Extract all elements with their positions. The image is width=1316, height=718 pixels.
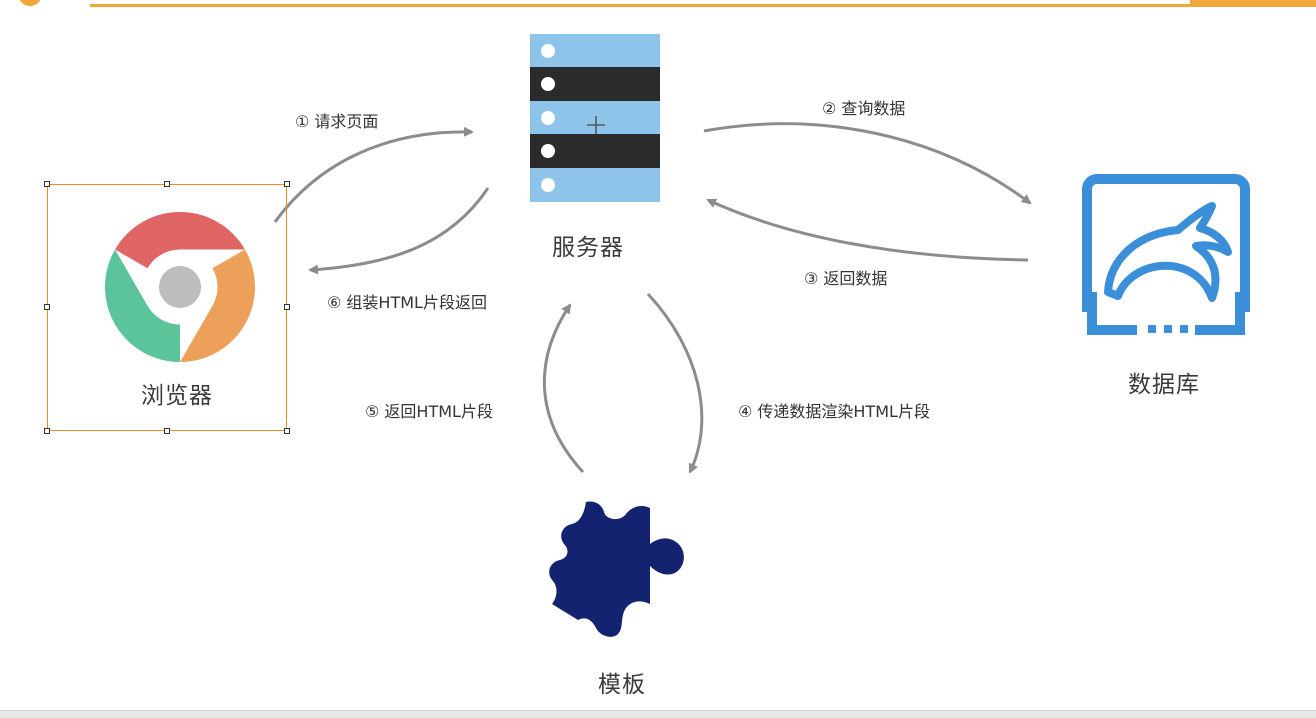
arrow-render-template: [646, 292, 704, 474]
resize-handle[interactable]: [44, 181, 50, 187]
resize-handle[interactable]: [164, 428, 170, 434]
resize-handle[interactable]: [284, 304, 290, 310]
header-rule: [90, 4, 1190, 7]
arrow-query-data: [703, 122, 1032, 205]
resize-handle[interactable]: [284, 428, 290, 434]
bottom-toolbar: [0, 710, 1316, 718]
edge-label-request-page: ① 请求页面: [295, 112, 379, 131]
database-label: 数据库: [1128, 372, 1200, 398]
edge-label-assemble-return: ⑥ 组装HTML片段返回: [327, 293, 487, 312]
edge-label-return-data: ③ 返回数据: [804, 269, 888, 288]
arrow-return-data: [706, 198, 1029, 262]
header-corner: [1190, 0, 1316, 7]
chrome-icon: [105, 212, 255, 362]
puzzle-piece-icon: [549, 501, 684, 637]
resize-handle[interactable]: [44, 304, 50, 310]
arrow-request-page: [273, 126, 474, 223]
template-label: 模板: [598, 672, 646, 698]
server-icon: [530, 34, 660, 202]
mysql-dolphin-icon: [1080, 174, 1255, 337]
arrow-assemble-return: [308, 187, 490, 275]
edge-label-render-template: ④ 传递数据渲染HTML片段: [738, 402, 930, 421]
edge-label-query-data: ② 查询数据: [822, 99, 906, 118]
top-decoration: [0, 0, 1316, 10]
edge-label-return-fragment: ⑤ 返回HTML片段: [365, 402, 493, 421]
server-label: 服务器: [552, 235, 624, 261]
resize-handle[interactable]: [164, 181, 170, 187]
resize-handle[interactable]: [44, 428, 50, 434]
resize-handle[interactable]: [284, 181, 290, 187]
browser-label: 浏览器: [141, 383, 213, 409]
selection-frame[interactable]: [44, 181, 290, 434]
arrow-return-fragment: [542, 303, 585, 474]
logo-dot: [18, 0, 42, 6]
